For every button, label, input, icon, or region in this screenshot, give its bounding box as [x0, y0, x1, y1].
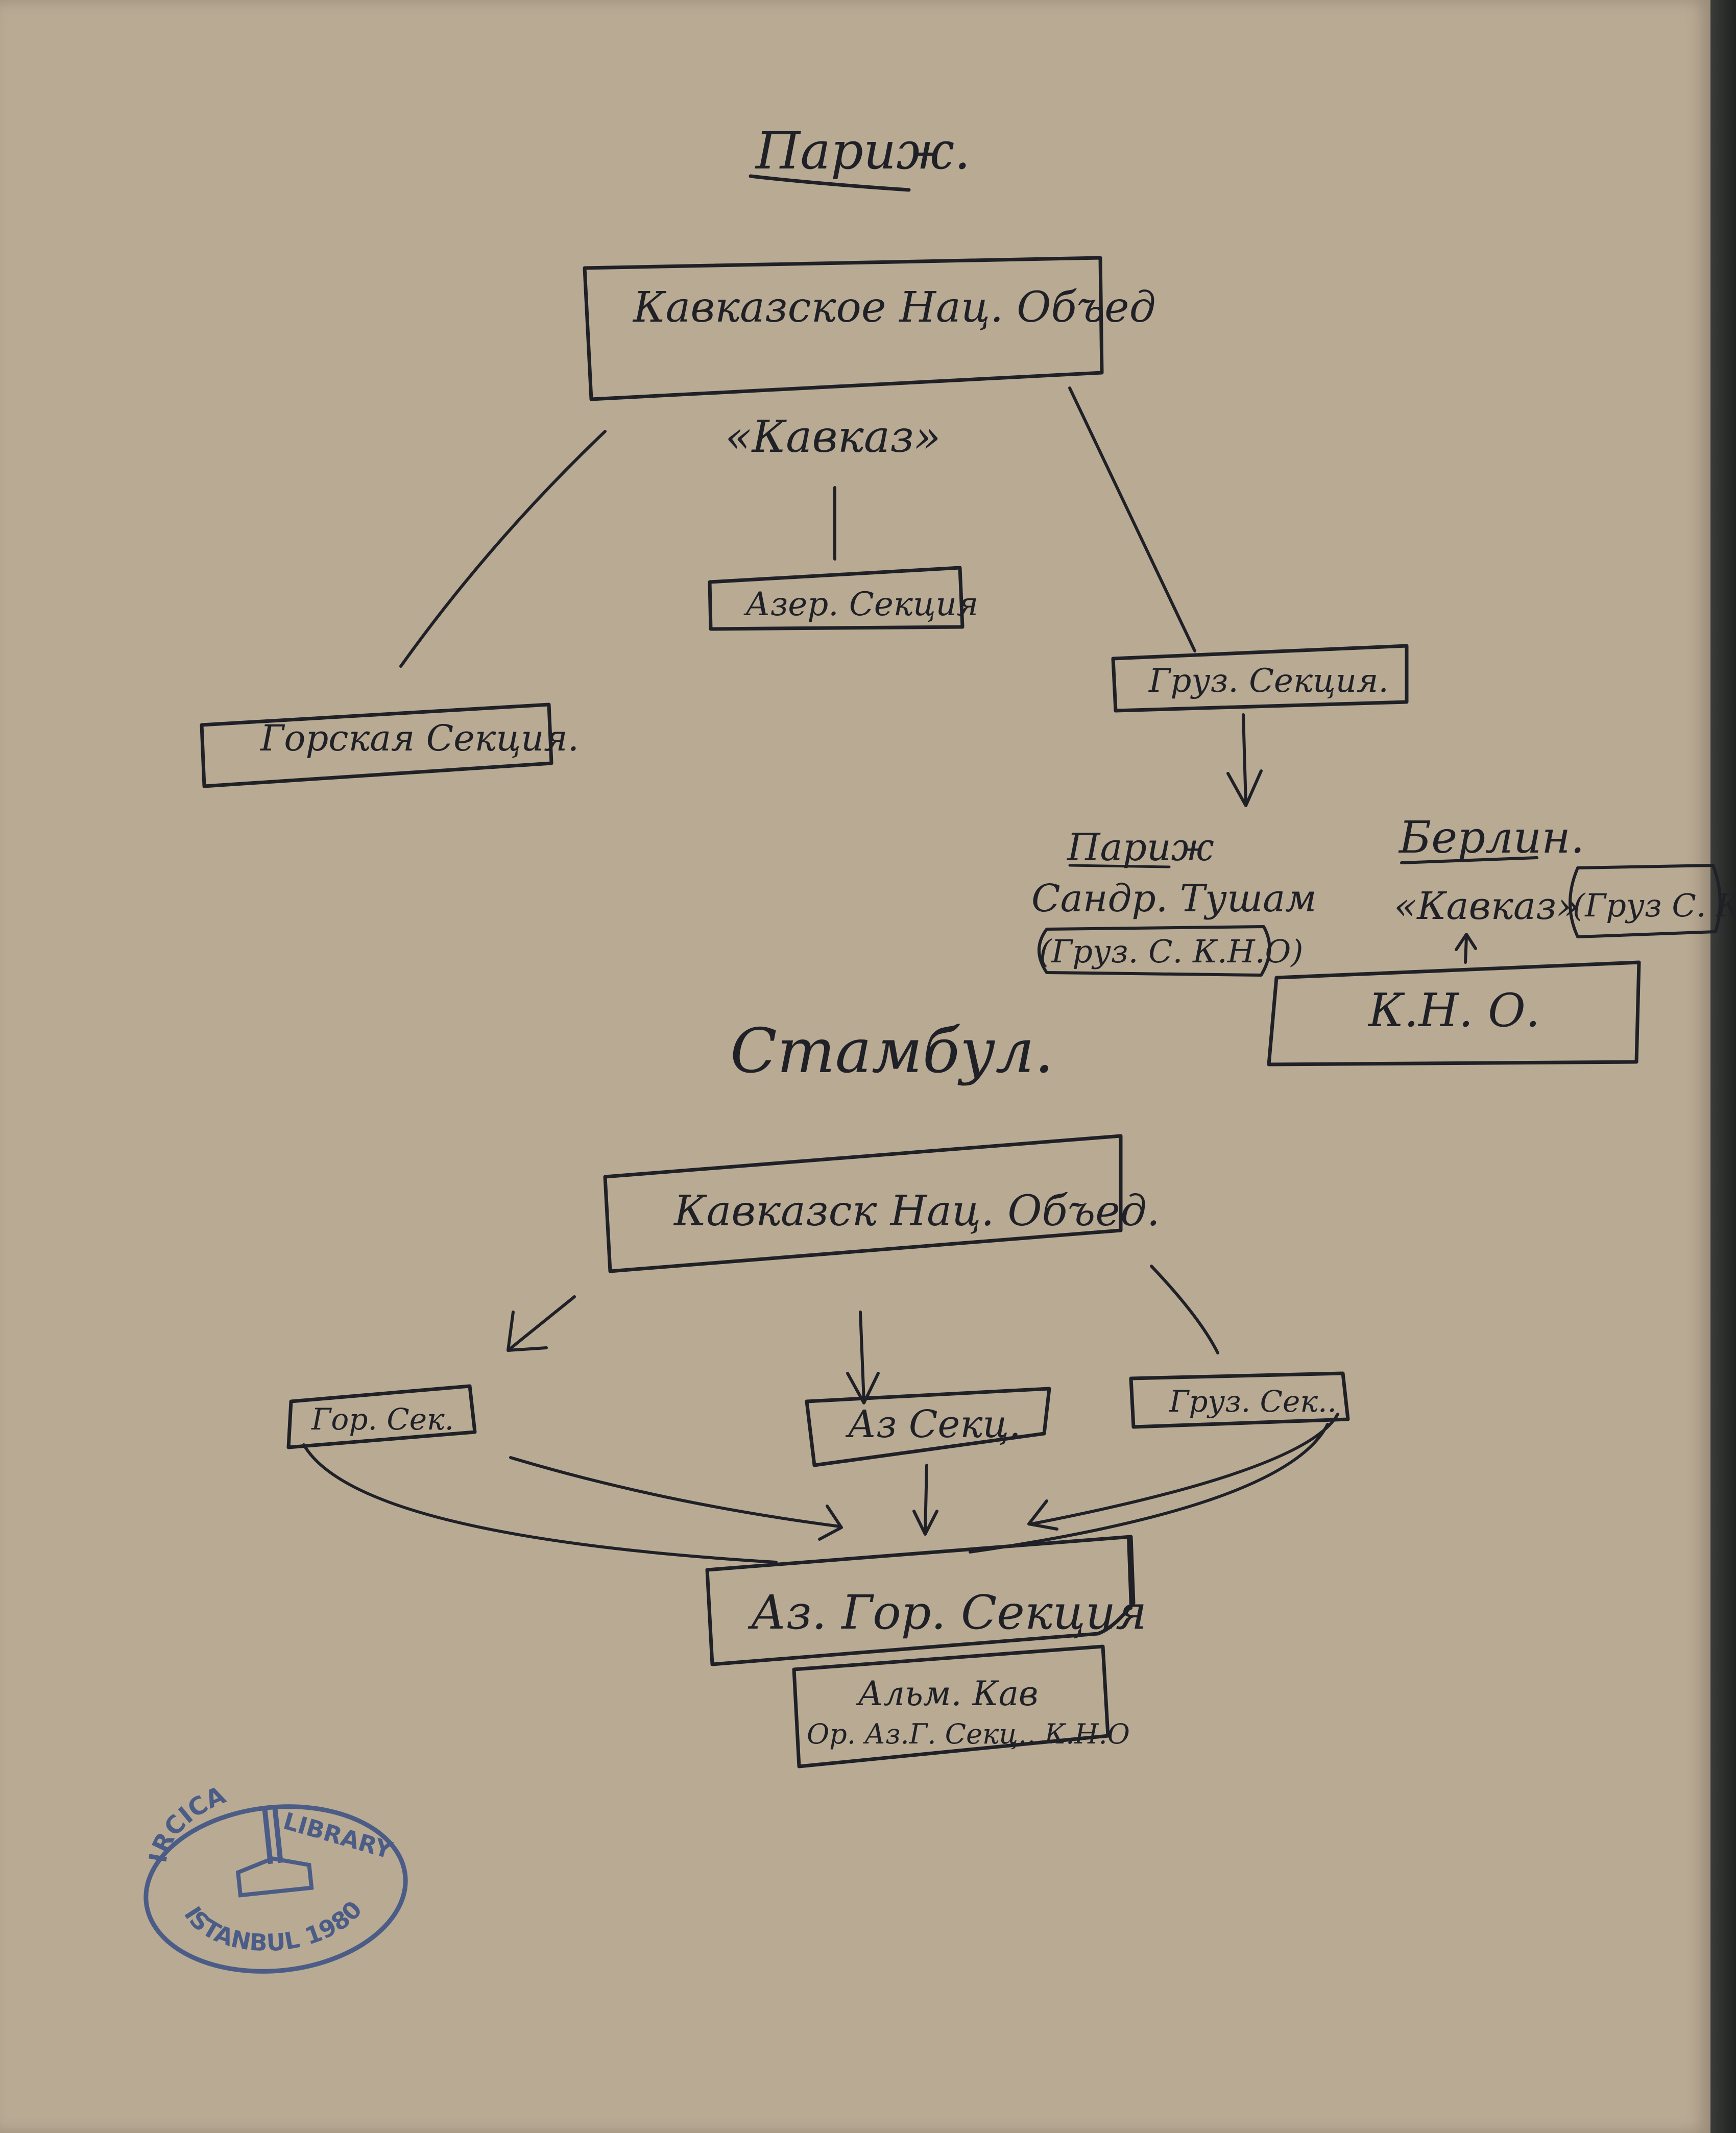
istanbul-gruz-section-label: Груз. Сек..	[1169, 1384, 1337, 1419]
paris-main-box-label: Кавказское Нац. Объед	[632, 283, 1156, 332]
arrow-to-az-section	[846, 1311, 880, 1404]
gor-section-label: Гор. Сек.	[311, 1402, 454, 1437]
combined-sub-line1: Альм. Кав	[856, 1674, 1038, 1713]
paris-sub-underline	[1068, 864, 1171, 868]
gor-section-box	[286, 1384, 477, 1449]
istanbul-main-box-label: Кавказск Нац. Объед.	[673, 1187, 1160, 1235]
combined-box-label: Аз. Гор. Секция	[748, 1585, 1147, 1640]
library-stamp: IRCICA LIBRARY ISTANBUL 1980	[136, 1780, 408, 1974]
arrow-gruz-outer	[969, 1423, 1329, 1554]
berlin-note: (Груз С. К.Н.О)	[1573, 887, 1736, 924]
azer-section-box	[708, 566, 965, 631]
kno-box	[1267, 960, 1641, 1066]
kno-box-label: К.Н. О.	[1367, 984, 1540, 1037]
azer-section-label: Азер. Секция	[743, 586, 978, 623]
istanbul-heading: Стамбул.	[730, 1016, 1054, 1087]
combined-sub-box	[792, 1644, 1110, 1768]
paris-main-box	[583, 256, 1104, 401]
paris-sub-line1: Сандр. Тушам	[1031, 877, 1317, 920]
arrow-gor-to-combined	[302, 1443, 778, 1564]
berlin-heading: Берлин.	[1398, 812, 1584, 863]
paris-sub-line2: (Груз. С. К.Н.О)	[1039, 933, 1303, 970]
paris-journal-label: «Кавказ»	[725, 411, 941, 463]
paris-heading-underline	[749, 174, 911, 192]
berlin-underline	[1400, 856, 1538, 864]
connector-to-gruz	[1068, 386, 1196, 652]
berlin-note-oval	[1569, 864, 1722, 938]
kno-up-arrow	[1455, 933, 1477, 964]
gruz-down-arrow	[1226, 713, 1263, 807]
connector-to-gorsk	[399, 430, 607, 668]
stamp-right-text: LIBRARY	[280, 1807, 396, 1864]
arrow-az-to-combined	[912, 1464, 938, 1536]
istanbul-main-box	[603, 1134, 1123, 1273]
connector-to-gruz-section	[1150, 1265, 1219, 1354]
paris-sub-heading: Париж	[1066, 826, 1214, 869]
sheet-edge	[1710, 0, 1736, 2133]
combined-down-mark	[1127, 1535, 1132, 1610]
combined-sub-line2: Ор. Аз.Г. Секц.. К.Н.О	[807, 1718, 1130, 1750]
gruz-section-box	[1111, 644, 1409, 713]
az-section-label: Аз Секц.	[845, 1402, 1021, 1446]
arrow-gor-inner	[509, 1456, 843, 1541]
paris-sub-oval	[1038, 925, 1271, 977]
gorsk-section-box	[200, 702, 553, 788]
paris-section: Париж. Кавказское Нац. Объед «Кавказ» Аз…	[200, 121, 1736, 1066]
berlin-journal: «Кавказ»	[1394, 884, 1580, 928]
stamp-building-icon	[235, 1856, 314, 1898]
stamp-top-text: IRCICA	[136, 1780, 235, 1868]
istanbul-gruz-section-box	[1129, 1371, 1350, 1429]
arrow-to-gor-section	[507, 1295, 576, 1352]
arrow-gruz-to-combined	[1027, 1413, 1339, 1531]
gruz-section-label: Груз. Секция.	[1148, 662, 1389, 700]
az-section-box	[805, 1387, 1051, 1467]
gorsk-section-label: Горская Секция.	[259, 717, 579, 759]
paris-heading: Париж.	[755, 121, 971, 181]
istanbul-section: Стамбул. Кавказск Нац. Объед. Гор. Сек. …	[286, 1016, 1350, 1768]
stamp-pen-icon	[262, 1806, 283, 1864]
combined-box	[705, 1535, 1136, 1666]
